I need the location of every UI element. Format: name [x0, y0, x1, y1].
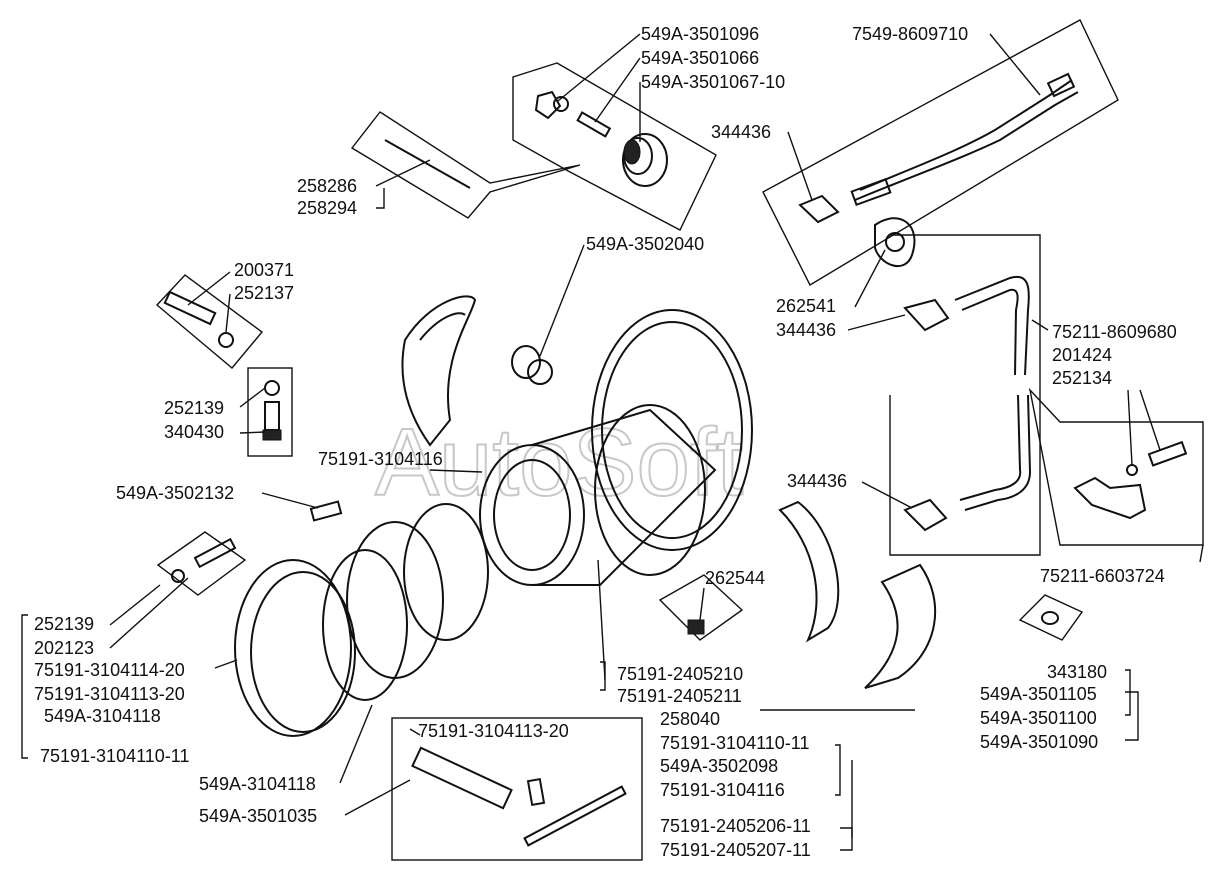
part-number-label: 262544 [705, 568, 765, 588]
part-number-label: 340430 [164, 422, 224, 442]
part-number-label: 75211-8609680 [1052, 322, 1177, 342]
screw-part [171, 537, 237, 583]
short-pin-part [309, 500, 343, 522]
brake-pipe-part [954, 275, 1032, 511]
part-number-label: 343180 [1047, 662, 1107, 682]
drum-hub-part [479, 404, 717, 586]
part-number-label: 549A-3501100 [980, 708, 1097, 728]
brake-shoe-upper [401, 295, 477, 447]
part-number-label: 549A-3501035 [199, 806, 317, 826]
part-number-label: 344436 [776, 320, 836, 340]
seal-ring-small [403, 503, 489, 641]
part-number-label: 344436 [787, 471, 847, 491]
tee-connector-upper [798, 194, 916, 267]
part-number-label: 75191-3104113-20 [418, 721, 569, 741]
part-number-label: 549A-3501090 [980, 732, 1098, 752]
callout-box-bleeder-small [658, 574, 744, 641]
part-labels: 549A-3501096 549A-3501066 549A-3501067-1… [34, 24, 1177, 860]
wheel-cylinder-part [511, 345, 553, 385]
part-number-label: 7549-8609710 [852, 24, 968, 44]
callout-box-bleeder [512, 62, 717, 231]
part-number-label: 75191-3104116 [318, 449, 443, 469]
part-number-label: 549A-3502098 [660, 756, 778, 776]
spring-rod-part [384, 139, 471, 189]
callout-box-rivet [1018, 594, 1084, 641]
brake-lining-right [864, 563, 937, 689]
bleeder-cap-part [622, 133, 668, 187]
backing-plate-part [591, 309, 753, 551]
callout-box-spring [350, 111, 581, 219]
brake-lining-left [778, 500, 840, 643]
part-number-label: 75191-3104110-11 [40, 746, 189, 766]
part-number-label: 75191-2405210 [617, 664, 743, 684]
part-number-label: 549A-3501067-10 [641, 72, 785, 92]
part-number-label: 262541 [776, 296, 836, 316]
part-number-label: 258040 [660, 709, 720, 729]
bleeder-pin-part [576, 111, 612, 138]
part-number-label: 75191-3104116 [660, 780, 785, 800]
callout-box-bolt [155, 274, 264, 369]
part-number-label: 202123 [34, 638, 94, 658]
part-number-label: 549A-3104118 [44, 706, 161, 726]
spring-kit-parts [411, 746, 627, 847]
part-number-label: 252137 [234, 283, 294, 303]
part-number-label: 75191-2405206-11 [660, 816, 811, 836]
bleeder-small-part [687, 619, 705, 635]
part-number-label: 75191-3104114-20 [34, 660, 185, 680]
banjo-bolt-part [534, 90, 569, 120]
brake-hose-part [850, 72, 1079, 207]
part-number-label: 549A-3501105 [980, 684, 1097, 704]
pipe-bracket-part [1073, 440, 1188, 520]
part-number-label: 75191-3104113-20 [34, 684, 185, 704]
callout-box-brake-pipes [762, 19, 1204, 556]
watermark: AutoSoft [375, 409, 743, 516]
part-number-label: 75191-2405211 [617, 686, 742, 706]
callout-box-valve [247, 367, 293, 457]
part-number-label: 252134 [1052, 368, 1112, 388]
part-number-label: 549A-3501096 [641, 24, 759, 44]
part-number-label: 549A-3502040 [586, 234, 704, 254]
valve-part [262, 380, 282, 441]
tee-connector-right [903, 298, 950, 332]
part-number-label: 75191-3104110-11 [660, 733, 809, 753]
part-number-label: 549A-3501066 [641, 48, 759, 68]
tee-connector-lower [903, 498, 948, 532]
bolt-part [163, 290, 234, 348]
part-number-label: 549A-3502132 [116, 483, 234, 503]
part-number-label: 549A-3104118 [199, 774, 316, 794]
seal-ring-middle [322, 521, 444, 701]
part-number-label: 200371 [234, 260, 294, 280]
seal-ring-large [234, 559, 356, 737]
callout-box-screw [156, 531, 247, 596]
part-number-label: 258286 [297, 176, 357, 196]
leader-lines [21, 33, 1204, 851]
rivet-part [1041, 611, 1059, 625]
part-number-label: 344436 [711, 122, 771, 142]
part-number-label: 252139 [164, 398, 224, 418]
part-number-label: 75191-2405207-11 [660, 840, 811, 860]
part-number-label: 201424 [1052, 345, 1112, 365]
part-number-label: 252139 [34, 614, 94, 634]
part-number-label: 258294 [297, 198, 357, 218]
part-number-label: 75211-6603724 [1040, 566, 1165, 586]
